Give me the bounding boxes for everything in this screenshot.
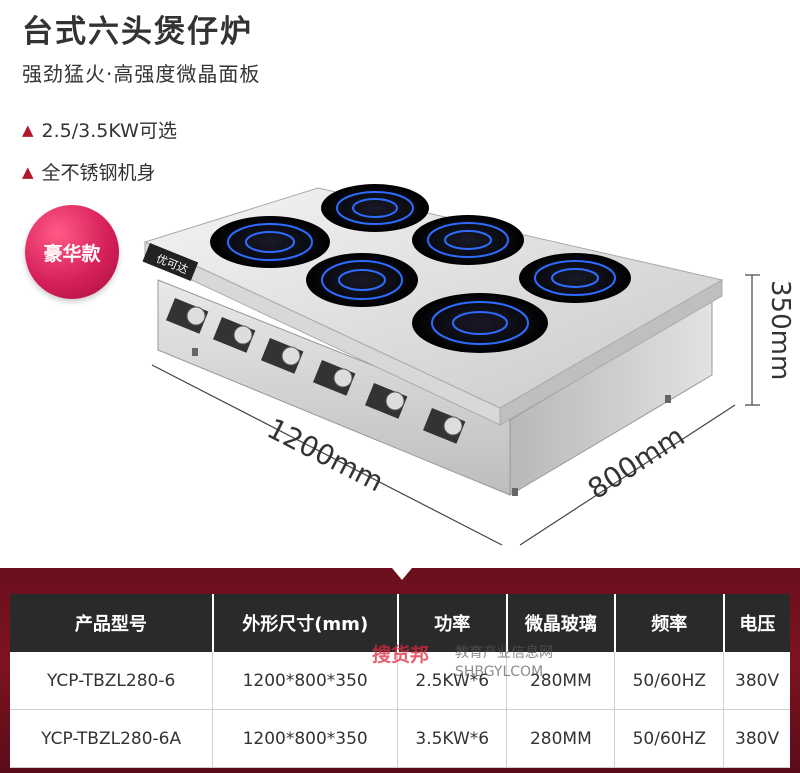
header-glass: 微晶玻璃 [506, 594, 616, 652]
header-power: 功率 [397, 594, 508, 652]
cell-voltage: 380V [723, 652, 790, 710]
burner [306, 253, 418, 307]
feature-item: ▲ 全不锈钢机身 [22, 158, 156, 185]
control-knob[interactable] [423, 407, 466, 444]
watermark-domain: SHBGYLCOM [455, 664, 544, 680]
burner [412, 293, 548, 353]
header-voltage: 电压 [723, 594, 790, 652]
cell-size: 1200*800*350 [212, 709, 399, 768]
cell-power: 2.5KW*6 [397, 652, 508, 710]
control-knob[interactable] [213, 317, 256, 353]
feature-text: 全不锈钢机身 [41, 162, 156, 184]
table-row: YCP-TBZL280-6A 1200*800*350 3.5KW*6 280M… [10, 709, 790, 768]
brand-logo [142, 243, 199, 282]
burner [321, 184, 429, 232]
spec-table-header: 产品型号 外形尺寸(mm) 功率 微晶玻璃 频率 电压 [10, 594, 790, 652]
cell-power: 3.5KW*6 [397, 709, 508, 768]
cell-frequency: 50/60HZ [614, 652, 725, 710]
badge-label: 豪华款 [43, 242, 101, 265]
band-notch [392, 568, 412, 580]
page-title: 台式六头煲仔炉 [22, 14, 253, 50]
burner [210, 216, 330, 268]
control-knob[interactable] [261, 338, 304, 374]
header-frequency: 频率 [614, 594, 725, 652]
table-row: YCP-TBZL280-6 1200*800*350 2.5KW*6 280MM… [10, 652, 790, 710]
width-dimension-line [151, 364, 503, 546]
cell-glass: 280MM [506, 652, 616, 710]
product-image: 优可达 1200mm 800mm 350mm [142, 184, 795, 546]
cell-size: 1200*800*350 [212, 652, 399, 710]
feature-item: ▲ 2.5/3.5KW可选 [22, 116, 177, 143]
deluxe-badge: 豪华款 [25, 205, 119, 299]
control-knob[interactable] [313, 360, 356, 396]
spec-table: 产品型号 外形尺寸(mm) 功率 微晶玻璃 频率 电压 YCP-TBZL280-… [10, 594, 790, 768]
cell-model: YCP-TBZL280-6 [10, 652, 214, 710]
triangle-bullet-icon: ▲ [22, 120, 34, 139]
triangle-bullet-icon: ▲ [22, 162, 34, 181]
control-knob[interactable] [166, 298, 209, 334]
burner [519, 253, 631, 303]
page-subtitle: 强劲猛火·高强度微晶面板 [22, 62, 261, 86]
height-dimension-label: 350mm [765, 280, 795, 380]
feature-text: 2.5/3.5KW可选 [41, 120, 177, 142]
header-size: 外形尺寸(mm) [212, 594, 399, 652]
watermark-brand: 搜货邦 [372, 644, 430, 666]
cell-model: YCP-TBZL280-6A [10, 709, 214, 768]
watermark-site: 教育产业信息网 [455, 645, 553, 661]
cell-frequency: 50/60HZ [614, 709, 725, 768]
control-knob[interactable] [365, 383, 408, 419]
cell-voltage: 380V [723, 709, 790, 768]
depth-dimension-line [519, 404, 736, 546]
header-model: 产品型号 [10, 594, 214, 652]
cell-glass: 280MM [506, 709, 616, 768]
burner [412, 215, 524, 265]
